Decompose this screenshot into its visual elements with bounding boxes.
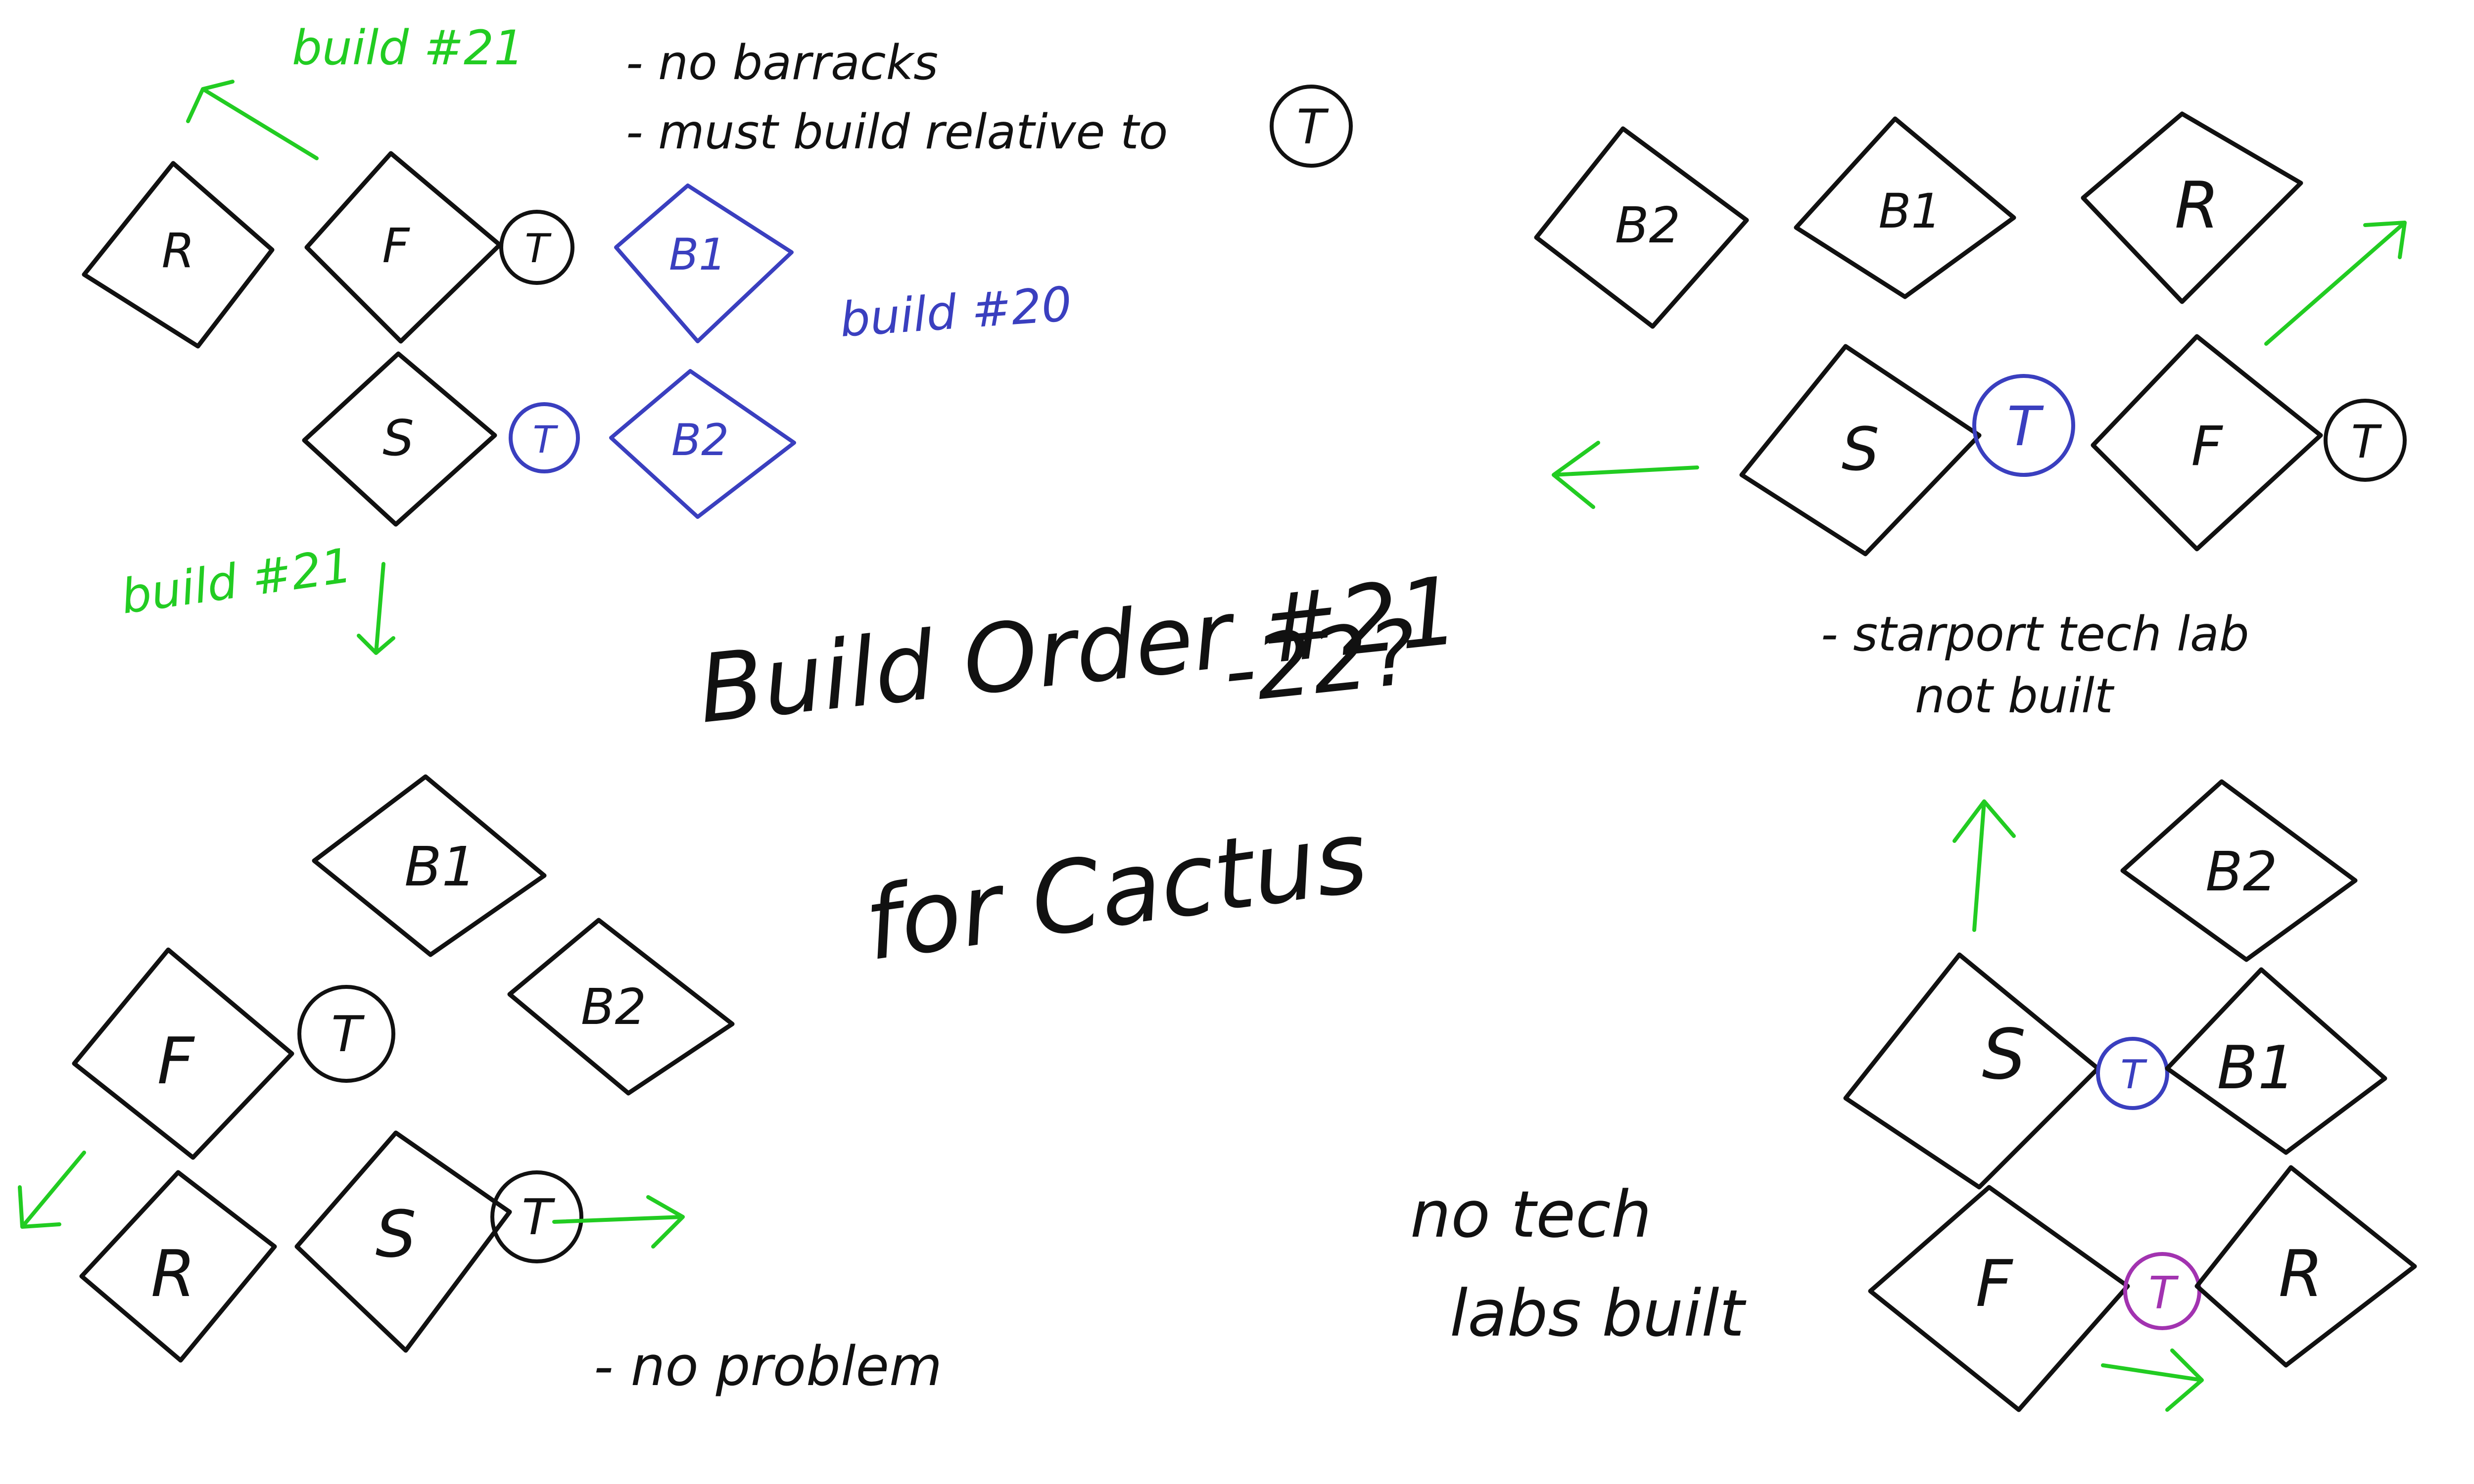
note-t-circle [1270,85,1353,168]
tile-b1-bl [312,774,547,957]
layout-bottom-left: B1 B2 F T R S T - no problem [18,774,942,1398]
tile-b1-tr-label: B1 [1879,184,1942,239]
tile-b1-br-label: B1 [2217,1034,2296,1103]
tile-s-bl-label: S [376,1197,417,1272]
tile-b2-br [2120,779,2358,962]
tile-r-tr-label: R [2175,168,2219,243]
tile-r-bl-label: R [151,1236,195,1311]
tile-s-bl [294,1130,512,1353]
addon-t-black-label: T [525,226,552,272]
title-line-3: for Cactus [858,799,1374,983]
note-t-circle-label: T [1297,99,1329,155]
addon-t-black [499,210,574,285]
tile-b1-bl-label: B1 [404,835,476,898]
addon-t-blue-label: T [533,417,559,462]
tile-r-br-label: R [2279,1236,2323,1311]
tile-b1-label: B1 [669,229,726,280]
tile-b1-br [2165,967,2387,1155]
tile-f-tr [2091,334,2323,552]
tile-b1-tr [1794,116,2016,299]
addon-t-bl-f [297,985,395,1083]
addon-t-blue-br [2096,1037,2169,1110]
addon-t-bl-s [490,1170,583,1263]
note-no-barracks: - no barracks [626,35,938,91]
arrow-up-right-green-tr [2264,221,2407,346]
tile-f-bl-label: F [157,1023,195,1099]
arrow-right-green-br [2101,1348,2204,1412]
title-block: Build Order #21 -22? for Cactus [694,556,1464,983]
tile-s-tr [1739,344,1982,556]
tile-b2-bl [507,918,735,1096]
addon-t-purple-br-label: T [2149,1267,2179,1319]
label-build20: build #20 [838,276,1074,347]
note-not-built: not built [1915,668,2115,724]
arrow-up-left-green [186,80,319,160]
addon-t-blue-br-label: T [2121,1052,2148,1098]
label-build21-top: build #21 [292,20,524,76]
layout-bottom-right: B2 S T B1 F T R no tech labs built [1410,779,2417,1412]
note-labs-built: labs built [1450,1276,1747,1351]
tile-b2[interactable] [609,369,796,519]
note-no-tech: no tech [1410,1177,1652,1252]
note-starport-tech-lab: - starport tech lab [1821,606,2249,662]
tile-r-bl [79,1170,277,1363]
tile-b2-bl-label: B2 [581,978,646,1036]
tile-b2-label: B2 [671,415,729,465]
arrow-right-green-bl [552,1195,685,1249]
tile-r-label: R [162,223,195,278]
tile-f-label: F [382,218,410,274]
tile-r-br [2194,1165,2417,1368]
arrow-down-left-green-bl [18,1151,86,1229]
addon-t-blue-tr [1972,374,2075,477]
addon-t-blue-tr-label: T [2007,395,2044,458]
title-line-2: -22? [1219,601,1421,724]
addon-t-bl-f-label: T [331,1005,365,1063]
tile-b2-tr [1534,126,1749,329]
tile-s-tr-label: S [1842,416,1879,484]
layout-top-left: R F T B1 S T B2 build #21 build #21 buil… [82,20,1353,655]
tile-f-bl [72,947,294,1160]
tile-r-tr [2081,111,2303,304]
addon-t-bl-s-label: T [522,1188,555,1246]
label-build21-left: build #21 [118,538,355,625]
addon-t-black-tr-label: T [2351,416,2382,468]
tile-b2-br-label: B2 [2205,840,2277,903]
tile-f-br [1868,1185,2130,1412]
tile-s-br-label: S [1982,1015,2026,1095]
addon-t-black-tr [2324,399,2407,482]
arrow-up-green-br [1952,799,2016,932]
tile-s-br [1843,952,2100,1190]
arrow-down-green [357,562,395,655]
tile-s [302,351,497,527]
tile-s-label: S [382,409,414,467]
note-relative-to: - must build relative to [626,104,1168,160]
tile-b1[interactable] [614,184,794,343]
tile-b2-tr-label: B2 [1615,196,1680,254]
tile-f-br-label: F [1976,1246,2014,1321]
arrow-left-green-tr [1552,441,1699,509]
tile-f-tr-label: F [2191,415,2223,478]
note-no-problem: - no problem [594,1335,942,1398]
tile-r [82,161,275,349]
addon-t-blue [509,402,580,473]
layout-top-right: B2 B1 R S T F T - starport tech lab not … [1534,111,2407,724]
